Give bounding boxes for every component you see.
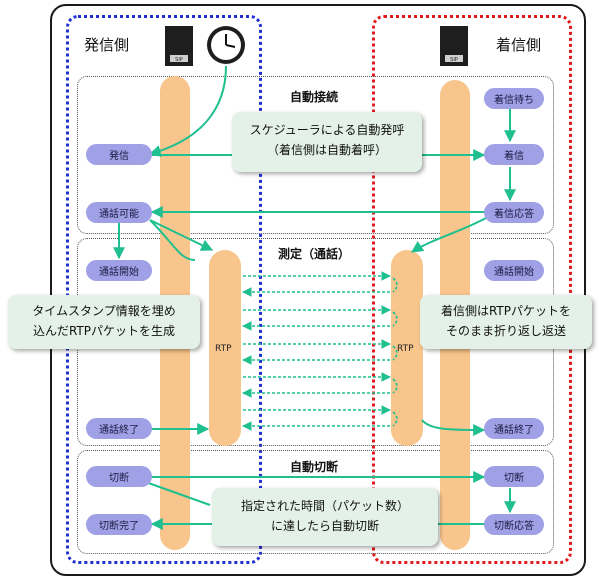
clock-icon (207, 26, 245, 64)
callout-timestamp-line2: 込んだRTPパケットを生成 (32, 324, 176, 338)
section-title-auto-disconnect: 自動切断 (290, 460, 339, 474)
caller-step-call: 発信 (86, 144, 152, 165)
callee-side-box (372, 15, 572, 564)
callee-step-disconnect-answer: 切断応答 (484, 514, 544, 535)
callee-step-disconnect: 切断 (484, 466, 544, 487)
callout-loopback: 着信側はRTPパケットを そのまま折り返し返送 (420, 295, 592, 349)
phone-device-icon: SIP (165, 26, 193, 66)
caller-step-talk-end: 通話終了 (86, 418, 152, 439)
callout-scheduler-line1: スケジューラによる自動発呼 (249, 123, 405, 137)
caller-rtp-bar (209, 250, 241, 446)
caller-rtp-label: RTP (215, 344, 232, 354)
callee-side-title: 着信側 (496, 36, 542, 54)
section-title-measurement: 測定（通話） (278, 247, 351, 261)
callout-scheduler-line2: （着信側は自動着呼） (266, 143, 387, 157)
section-title-auto-connect: 自動接続 (290, 90, 339, 104)
callee-step-incoming: 着信 (484, 144, 544, 165)
caller-step-disconnect: 切断 (86, 466, 152, 487)
callout-timestamp-line1: タイムスタンプ情報を埋め (32, 304, 176, 318)
callout-loopback-line1: 着信側はRTPパケットを (440, 304, 572, 318)
callout-time-limit: 指定された時間（パケット数） に達したら自動切断 (212, 488, 438, 546)
callee-step-waiting: 着信待ち (484, 88, 544, 109)
caller-step-disconnect-done: 切断完了 (86, 514, 152, 535)
callout-scheduler: スケジューラによる自動発呼 （着信側は自動着呼） (232, 112, 422, 172)
callee-step-talk-start: 通話開始 (484, 260, 544, 281)
caller-step-call-ready: 通話可能 (86, 202, 152, 223)
callout-loopback-line2: そのまま折り返し返送 (445, 324, 566, 338)
section-auto-disconnect (77, 450, 554, 554)
caller-side-box (66, 15, 262, 564)
callee-step-answer: 着信応答 (484, 202, 544, 223)
callout-timestamp: タイムスタンプ情報を埋め 込んだRTPパケットを生成 (8, 295, 200, 349)
callout-time-limit-line2: に達したら自動切断 (270, 519, 379, 533)
phone-device-icon: SIP (440, 26, 468, 66)
device-label: SIP (450, 57, 458, 63)
section-auto-connect (77, 76, 554, 234)
callee-step-talk-end: 通話終了 (484, 418, 544, 439)
caller-step-talk-start: 通話開始 (86, 260, 152, 281)
callee-rtp-label: RTP (397, 344, 414, 354)
device-label: SIP (175, 57, 183, 63)
caller-side-title: 発信側 (84, 36, 130, 54)
callout-time-limit-line1: 指定された時間（パケット数） (240, 499, 409, 513)
